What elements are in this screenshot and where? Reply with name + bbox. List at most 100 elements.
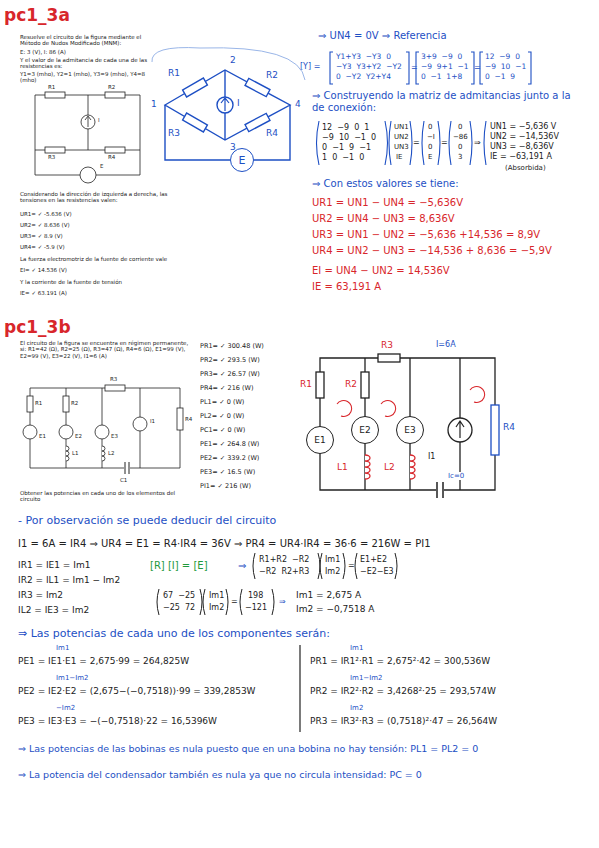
note-text: Ic=0 xyxy=(448,472,464,480)
note-text: PE2= ✓ 339.2 (W) xyxy=(200,455,259,462)
note-text: R1+R2 −R2 xyxy=(259,555,309,564)
note-text: UR2 = UN4 − UN3 = 8,636V xyxy=(312,213,455,225)
note-text: Obtener las potencias en cada uno de los… xyxy=(20,490,195,503)
note-text: Im1 xyxy=(209,591,224,600)
circuit-wire xyxy=(165,70,290,140)
note-text: PR3= ✓ 26.57 (W) xyxy=(200,371,260,378)
note-text: UR1= ✓ -5.636 (V) xyxy=(20,211,72,217)
current-arrow xyxy=(456,421,464,438)
note-text: −121 xyxy=(245,603,267,612)
resistor-symbol xyxy=(183,78,208,97)
note-text: IE xyxy=(396,153,403,161)
resistor-symbol xyxy=(45,92,65,98)
resistor-symbol xyxy=(27,385,183,430)
note-text: 0 xyxy=(458,143,462,151)
note-text: 4 xyxy=(295,99,301,109)
source-symbol xyxy=(217,97,233,113)
note-text: R3 xyxy=(110,376,117,382)
note-text: R3 xyxy=(48,154,55,160)
note-text: 0 −1 1+8 xyxy=(421,73,462,82)
sketch-outline xyxy=(152,48,305,80)
note-text: UN2 xyxy=(394,133,409,141)
note-text: −86 xyxy=(453,133,468,141)
source-name: E1 xyxy=(314,436,325,445)
note-text: ⇒ Las potencias de cada uno de los compo… xyxy=(18,628,330,641)
note-text: Im2 xyxy=(325,567,340,576)
resistor-symbol xyxy=(63,396,69,412)
note-text: 0 −Y2 Y2+Y4 xyxy=(336,73,391,82)
matrix-bracket xyxy=(240,589,274,615)
note-text: PE2 = IE2·E2 = (2,675−(−0,7518))·99 = 33… xyxy=(18,686,256,696)
note-text: 67 −25 xyxy=(163,591,195,600)
source-symbol xyxy=(23,425,37,439)
note-text: Considerando la dirección de izquierda a… xyxy=(20,191,170,204)
inductor-symbol xyxy=(102,446,105,461)
note-text: IE= ✓ 63.191 (A) xyxy=(20,290,67,296)
note-text: R1 xyxy=(35,400,42,406)
resistor-symbol xyxy=(183,78,270,132)
resistor-symbol xyxy=(105,147,125,153)
note-text: Im2 = −0,7518 A xyxy=(296,604,374,614)
note-text: = xyxy=(411,63,418,72)
note-text: E xyxy=(428,153,432,161)
source-name: E2 xyxy=(359,426,370,435)
source-symbol xyxy=(81,115,95,129)
note-text: PR2 = IR2²·R2 = 3,4268²·25 = 293,574W xyxy=(310,686,496,696)
note-text: −9 10 −1 xyxy=(485,63,526,72)
note-text: PC1= ✓ 0 (W) xyxy=(200,427,245,434)
current-arrow xyxy=(85,116,91,127)
current-arrow xyxy=(221,98,229,111)
resistor-symbol xyxy=(378,354,400,362)
resistor-symbol xyxy=(183,113,208,132)
note-text: - Por observación se puede deducir del c… xyxy=(18,515,276,528)
note-text: UR4 = UN2 − UN3 = −14,536 + 8,636 = −5,9… xyxy=(312,245,552,257)
note-text: Im2 xyxy=(209,603,224,612)
note-text: IL2 = IE3 = Im2 xyxy=(18,605,89,615)
note-text: UN2 = −14,536V xyxy=(490,132,559,141)
note-text: (Absorbida) xyxy=(505,164,546,172)
note-text: I=6A xyxy=(436,340,456,349)
resistor-symbol xyxy=(245,78,270,96)
resistor-symbol xyxy=(27,396,33,412)
matrix-bracket xyxy=(389,121,412,165)
note-text: PR1 = IR1²·R1 = 2,675²·42 = 300,536W xyxy=(310,656,490,666)
matrix-bracket xyxy=(253,553,320,579)
note-text: E xyxy=(100,163,103,169)
note-text: 0 −1 9 xyxy=(485,73,515,82)
capacitor-symbol xyxy=(124,462,130,474)
note-text: pc1_3b xyxy=(4,318,71,338)
note-text: −9 10 −1 0 xyxy=(322,133,376,142)
note-text: C1 xyxy=(120,477,127,483)
matrix-bracket xyxy=(449,121,472,165)
note-text: UR3 = UN1 − UN2 = −5,636 +14,536 = 8,9V xyxy=(312,229,540,241)
note-text: IE = 63,191 A xyxy=(312,281,381,293)
resistor-symbol xyxy=(177,408,183,430)
note-text: Im1−Im2 xyxy=(350,674,383,682)
note-text: R4 xyxy=(185,416,192,422)
circuit-wire xyxy=(30,388,180,468)
note-text: R1 xyxy=(48,84,55,90)
capacitor-symbol xyxy=(125,462,129,474)
note-text: UN1 xyxy=(394,123,409,131)
note-text: UN3 xyxy=(394,143,409,151)
source-symbol xyxy=(59,425,73,439)
note-text: El circuito de la figura se encuentra en… xyxy=(20,340,195,359)
capacitor-symbol xyxy=(436,482,444,498)
note-text: IR2 = IL1 = Im1 − Im2 xyxy=(18,575,120,585)
note-text: R2 xyxy=(71,400,78,406)
matrix-bracket xyxy=(480,52,531,84)
note-text: 0 xyxy=(458,123,462,131)
note-text: pc1_3a xyxy=(4,6,70,26)
note-text: = xyxy=(474,63,481,72)
note-text: Im1−Im2 xyxy=(56,674,89,682)
note-text: R4 xyxy=(266,128,278,138)
resistor-symbol xyxy=(491,405,499,455)
note-text: PR2= ✓ 293.5 (W) xyxy=(200,357,260,364)
note-text: [Y] = xyxy=(300,62,320,71)
note-text: 0 −1 9 −1 xyxy=(322,143,371,152)
source-symbol xyxy=(80,167,96,183)
circuit-wire xyxy=(320,358,495,490)
resistor-symbol xyxy=(45,92,125,153)
note-text: PL2= ✓ 0 (W) xyxy=(200,413,244,420)
note-text: R1 xyxy=(300,379,312,389)
